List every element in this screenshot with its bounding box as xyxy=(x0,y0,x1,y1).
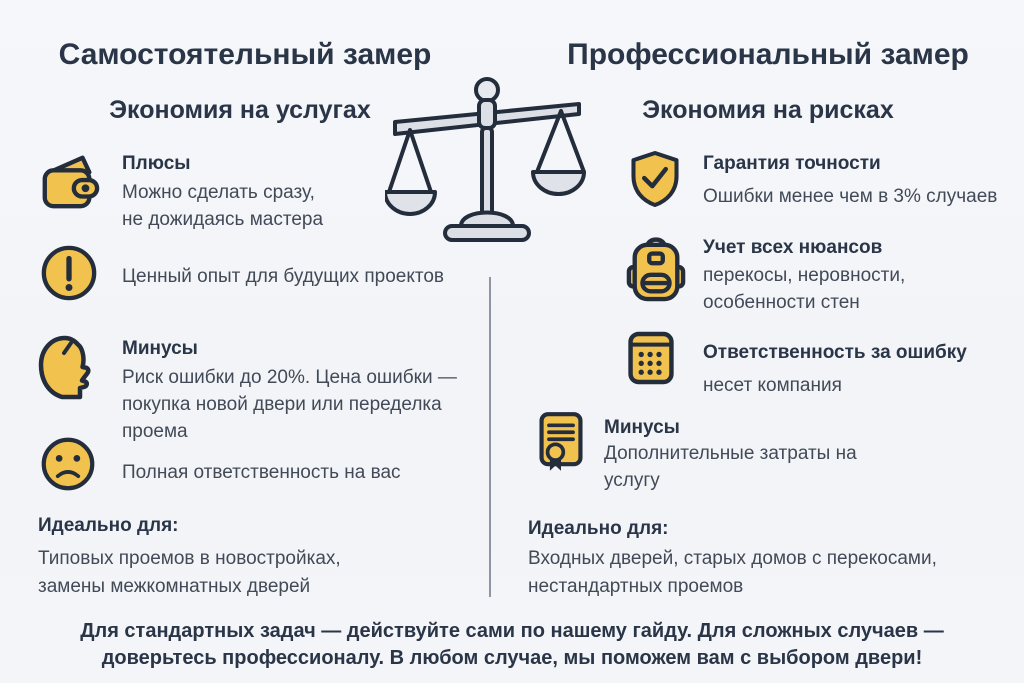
right-column-title: Профессиональный замер xyxy=(567,38,969,71)
left-ideal-text: Типовых проемов в новостройках, замены м… xyxy=(38,548,341,597)
pros-text: Можно сделать сразу, не дожидаясь мастер… xyxy=(122,182,324,230)
cons-title: Минусы xyxy=(122,338,198,359)
experience-text: Ценный опыт для будущих проектов xyxy=(122,266,444,287)
accuracy-text: Ошибки менее чем в 3% случаев xyxy=(703,186,998,207)
left-column-title: Самостоятельный замер xyxy=(58,38,432,71)
exclamation-icon xyxy=(41,245,97,301)
cons-text: Риск ошибки до 20%. Цена ошибки — покупк… xyxy=(122,367,457,442)
responsibility-text: Полная ответственность на вас xyxy=(122,462,401,483)
right-cons-title: Минусы xyxy=(604,417,680,438)
right-column-subtitle: Экономия на рисках xyxy=(642,96,894,124)
nuances-text: перекосы, неровности, особенности стен xyxy=(703,265,906,313)
head-profile-icon xyxy=(38,335,91,400)
wallet-icon xyxy=(42,155,100,209)
balance-scale-icon xyxy=(385,77,586,242)
liability-text: несет компания xyxy=(703,375,842,396)
right-ideal-text: Входных дверей, старых домов с перекосам… xyxy=(528,548,937,597)
backpack-icon xyxy=(626,237,686,302)
column-divider xyxy=(489,277,491,597)
footer-summary: Для стандартных задач — действуйте сами … xyxy=(80,620,944,669)
calculator-icon xyxy=(628,331,674,385)
sad-face-icon xyxy=(41,437,95,491)
left-column-subtitle: Экономия на услугах xyxy=(109,96,371,124)
accuracy-title: Гарантия точности xyxy=(703,153,881,174)
liability-title: Ответственность за ошибку xyxy=(703,342,967,363)
pros-title: Плюсы xyxy=(122,153,191,174)
left-ideal-label: Идеально для: xyxy=(38,515,179,536)
nuances-title: Учет всех нюансов xyxy=(703,237,883,258)
right-ideal-label: Идеально для: xyxy=(528,518,669,539)
shield-check-icon xyxy=(631,150,679,208)
certificate-icon xyxy=(539,412,583,471)
right-cons-text: Дополнительные затраты на услугу xyxy=(604,443,857,491)
